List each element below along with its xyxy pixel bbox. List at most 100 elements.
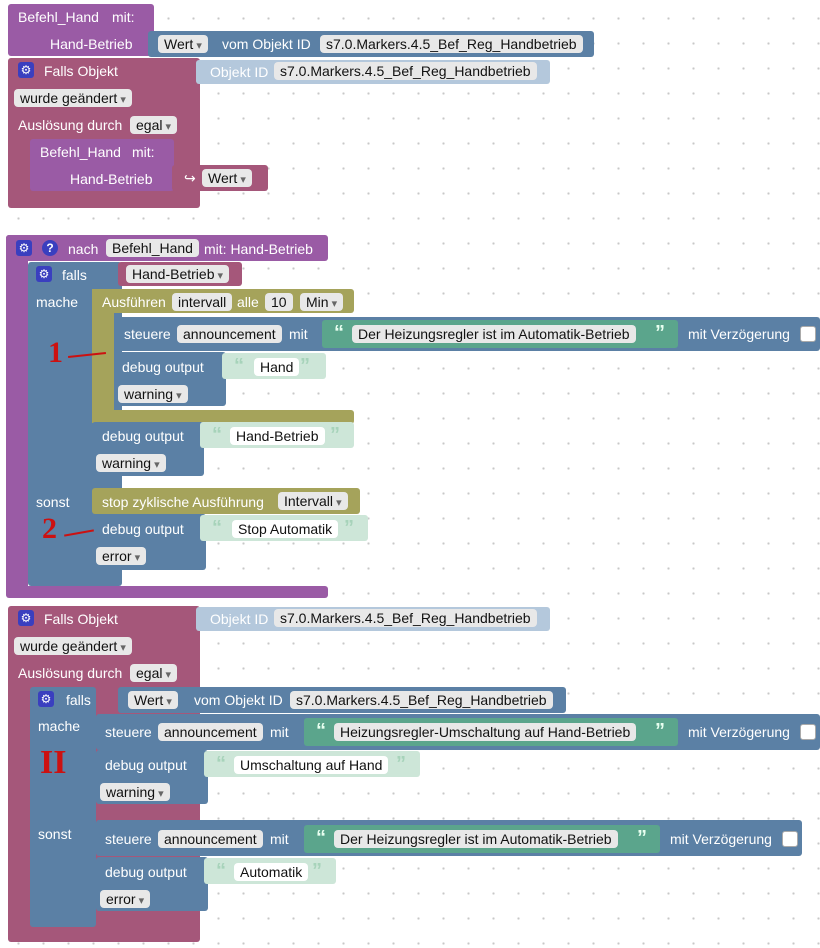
verzoegerung-checkbox[interactable] xyxy=(800,326,816,342)
falls-objekt-label: Falls Objekt xyxy=(44,63,118,79)
annotation-mark-1: 1 xyxy=(48,336,63,369)
mit-verzoegerung-label: mit Verzögerung xyxy=(688,326,790,342)
quote-icon: ” xyxy=(312,860,322,882)
mit-verzoegerung-label: mit Verzögerung xyxy=(670,831,772,847)
announcement-field[interactable]: announcement xyxy=(158,830,263,848)
inner-call-mit: mit: xyxy=(132,144,155,160)
debug-level-dropdown[interactable]: warning xyxy=(100,783,170,801)
quote-icon: “ xyxy=(316,827,326,849)
gear-icon[interactable]: ⚙ xyxy=(18,610,34,626)
trigger1-object-id-field[interactable]: s7.0.Markers.4.5_Bef_Reg_Handbetrieb xyxy=(274,62,537,80)
function-params-label: mit: Hand-Betrieb xyxy=(204,241,313,257)
mache-label: mache xyxy=(36,294,79,310)
ausloesung-dropdown[interactable]: egal xyxy=(130,116,178,134)
quote-icon: “ xyxy=(334,322,344,344)
quote-icon: ” xyxy=(655,720,665,742)
gear-icon[interactable]: ⚙ xyxy=(36,266,52,282)
help-icon[interactable]: ? xyxy=(42,240,58,256)
debug-level-dropdown[interactable]: warning xyxy=(118,385,188,403)
vom-objekt-label: vom Objekt ID xyxy=(222,36,311,52)
quote-icon: “ xyxy=(316,720,326,742)
if-block-2[interactable] xyxy=(30,687,96,927)
function-name-field[interactable]: Befehl_Hand xyxy=(106,239,199,257)
ausloesung-label: Auslösung durch xyxy=(18,665,123,681)
mache-label: mache xyxy=(38,718,81,734)
condition-dropdown[interactable]: wurde geändert xyxy=(14,637,132,655)
gear-icon[interactable]: ⚙ xyxy=(18,62,34,78)
stop-value-dropdown[interactable]: Intervall xyxy=(278,492,348,510)
quote-icon: ” xyxy=(300,355,310,377)
announcement-field[interactable]: announcement xyxy=(158,723,263,741)
debug-text-field[interactable]: Hand-Betrieb xyxy=(230,427,325,445)
verzoegerung-checkbox[interactable] xyxy=(782,831,798,847)
debug-level-dropdown[interactable]: error xyxy=(96,547,147,565)
ausfuehren-label: Ausführen xyxy=(102,294,166,310)
object-id-field[interactable]: s7.0.Markers.4.5_Bef_Reg_Handbetrieb xyxy=(320,35,583,53)
debug-label: debug output xyxy=(105,757,187,773)
gear-icon[interactable]: ⚙ xyxy=(16,240,32,256)
vom-objekt-label: vom Objekt ID xyxy=(194,692,283,708)
debug-text-field[interactable]: Umschaltung auf Hand xyxy=(234,756,389,774)
sonst-label: sonst xyxy=(36,494,70,510)
condition-dropdown[interactable]: wurde geändert xyxy=(14,89,132,107)
quote-icon: ” xyxy=(344,517,354,539)
wert-dropdown[interactable]: Wert xyxy=(128,691,178,709)
falls-label: falls xyxy=(62,267,87,283)
call-mit-label: mit: xyxy=(112,9,135,25)
falls-label: falls xyxy=(66,692,91,708)
quote-icon: “ xyxy=(216,860,226,882)
alle-label: alle xyxy=(237,294,259,310)
announcement-field[interactable]: announcement xyxy=(177,325,282,343)
steuere-text-field[interactable]: Der Heizungsregler ist im Automatik-Betr… xyxy=(334,830,618,848)
annotation-mark-3: II xyxy=(40,744,67,781)
steuere-label: steuere xyxy=(105,724,152,740)
quote-icon: ” xyxy=(396,753,406,775)
intervall-var-field[interactable]: intervall xyxy=(172,293,233,311)
quote-icon: ” xyxy=(655,322,665,344)
falls-objekt-label: Falls Objekt xyxy=(44,611,118,627)
debug-label: debug output xyxy=(122,359,204,375)
arrow-icon: ↪ xyxy=(184,170,196,186)
objekt-id-label: Objekt ID xyxy=(210,611,269,627)
quote-icon: “ xyxy=(234,355,244,377)
quote-icon: “ xyxy=(212,517,222,539)
interval-value-field[interactable]: 10 xyxy=(265,293,293,311)
steuere-text-field[interactable]: Heizungsregler-Umschaltung auf Hand-Betr… xyxy=(334,723,637,741)
debug-level-dropdown[interactable]: error xyxy=(100,890,151,908)
trigger2-object-id-field[interactable]: s7.0.Markers.4.5_Bef_Reg_Handbetrieb xyxy=(274,609,537,627)
call-befehl-hand-block[interactable] xyxy=(8,4,154,56)
steuere-text-field[interactable]: Der Heizungsregler ist im Automatik-Betr… xyxy=(352,325,636,343)
ausloesung-label: Auslösung durch xyxy=(18,117,123,133)
condition-param-dropdown[interactable]: Hand-Betrieb xyxy=(126,265,230,283)
nach-label: nach xyxy=(68,241,99,257)
debug-level-dropdown[interactable]: warning xyxy=(96,454,166,472)
gear-icon[interactable]: ⚙ xyxy=(38,691,54,707)
inner-param-label: Hand-Betrieb xyxy=(70,171,153,187)
mit-label: mit xyxy=(270,831,289,847)
falls-object-id-field[interactable]: s7.0.Markers.4.5_Bef_Reg_Handbetrieb xyxy=(290,691,553,709)
sonst-label: sonst xyxy=(38,826,72,842)
inner-call-block[interactable] xyxy=(30,139,174,191)
annotation-mark-2: 2 xyxy=(42,512,57,545)
debug-label: debug output xyxy=(105,864,187,880)
inner-call-name: Befehl_Hand xyxy=(40,144,121,160)
quote-icon: ” xyxy=(637,827,647,849)
debug-text-field[interactable]: Automatik xyxy=(234,863,309,881)
steuere-label: steuere xyxy=(105,831,152,847)
ausloesung-dropdown[interactable]: egal xyxy=(130,664,178,682)
debug-label: debug output xyxy=(102,521,184,537)
verzoegerung-checkbox[interactable] xyxy=(800,724,816,740)
inner-wert-dropdown[interactable]: Wert xyxy=(202,169,252,187)
objekt-id-label: Objekt ID xyxy=(210,64,269,80)
debug-label: debug output xyxy=(102,428,184,444)
quote-icon: ” xyxy=(330,424,340,446)
steuere-label: steuere xyxy=(124,326,171,342)
interval-unit-dropdown[interactable]: Min xyxy=(300,293,344,311)
debug-text-field[interactable]: Stop Automatik xyxy=(232,520,339,538)
wert-dropdown[interactable]: Wert xyxy=(158,35,208,53)
quote-icon: “ xyxy=(212,424,222,446)
stop-label: stop zyklische Ausführung xyxy=(102,494,264,510)
call-function-name: Befehl_Hand xyxy=(18,9,99,25)
debug-text-field[interactable]: Hand xyxy=(254,358,300,376)
quote-icon: “ xyxy=(216,753,226,775)
